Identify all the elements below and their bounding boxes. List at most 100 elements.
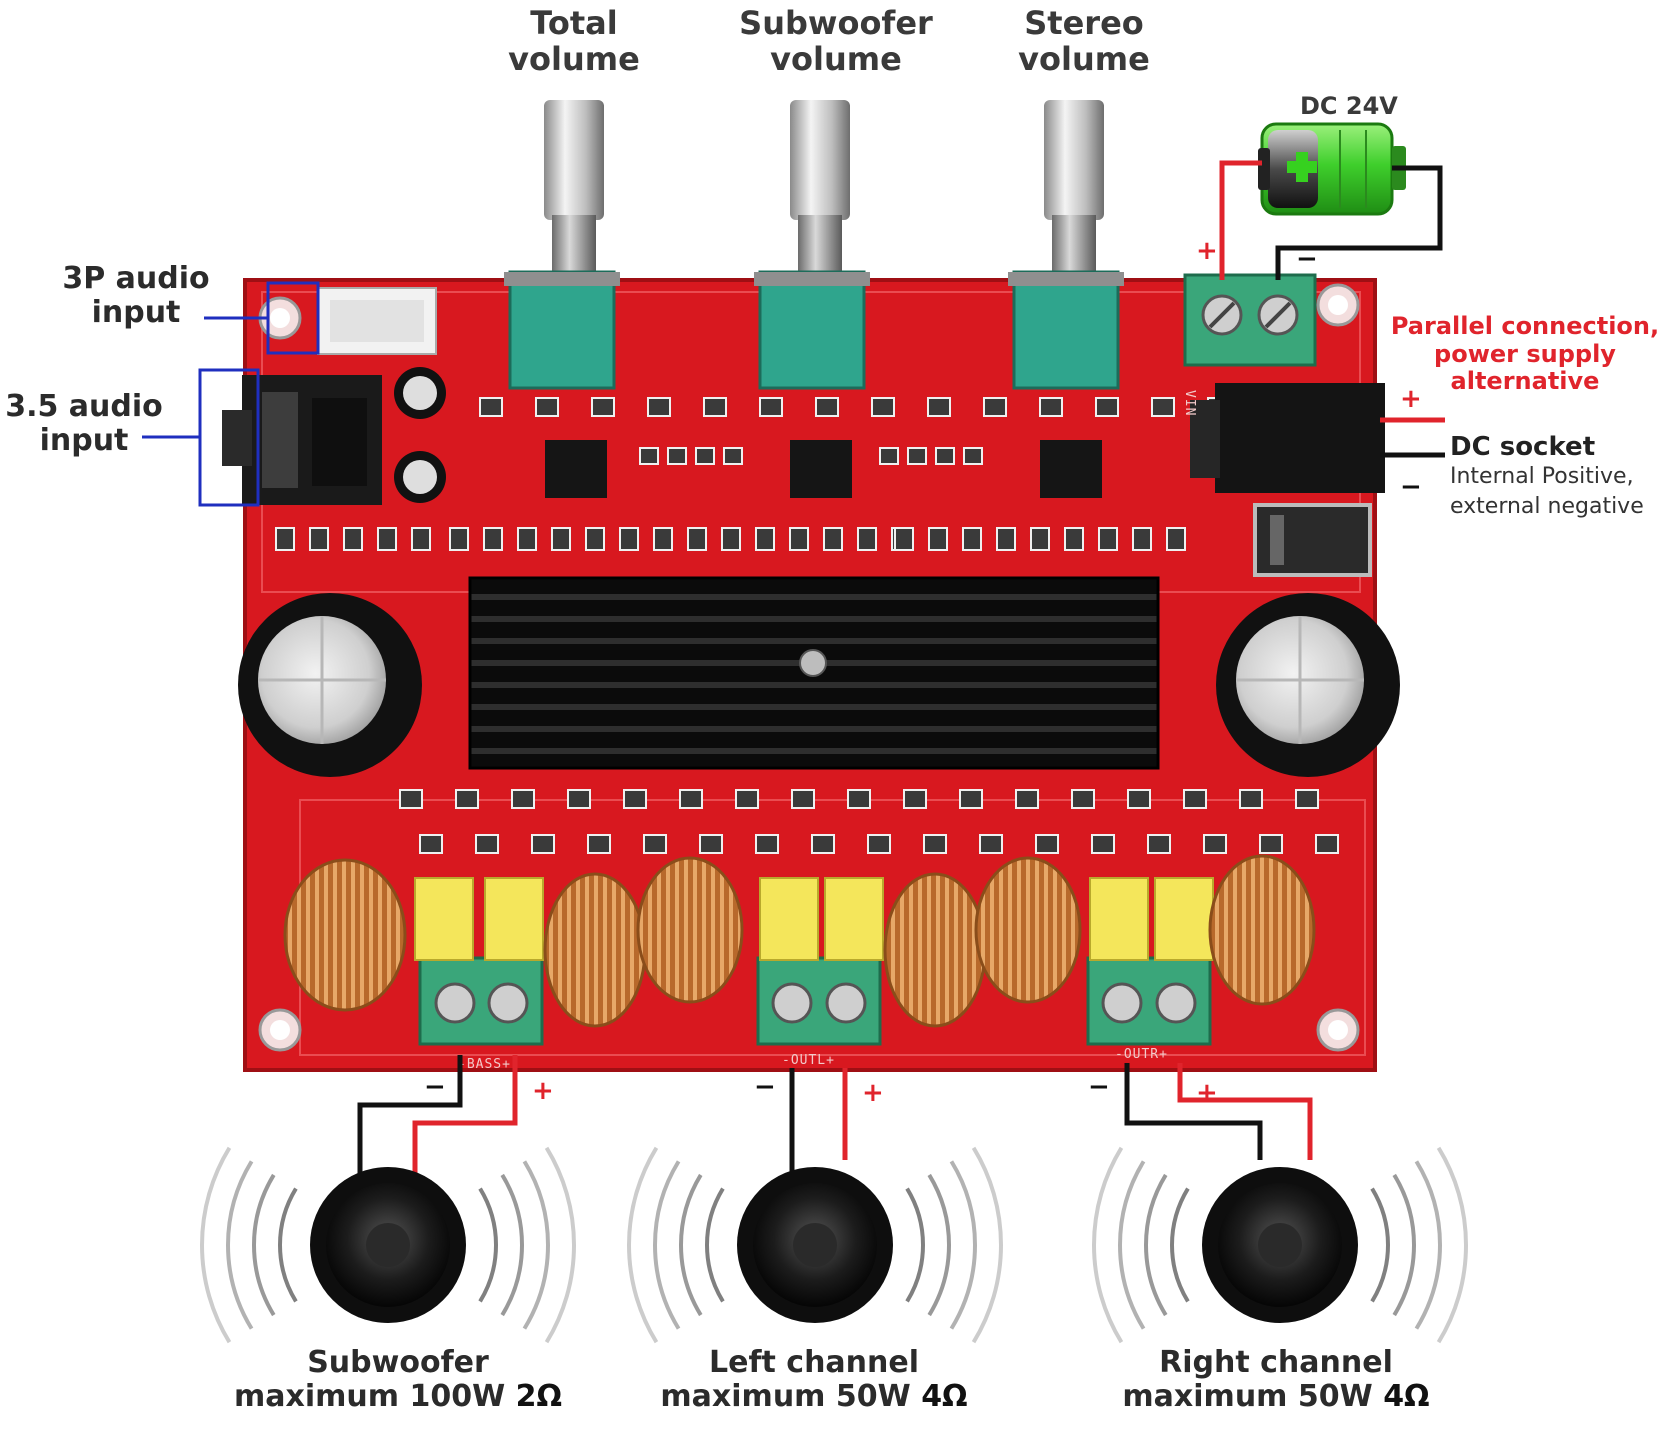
smd-part xyxy=(823,527,843,551)
label-socket-desc-2: external negative xyxy=(1450,494,1644,519)
sound-wave xyxy=(679,1173,703,1317)
label-impedance: 2Ω xyxy=(515,1378,562,1414)
smd-part xyxy=(309,527,329,551)
speaker-wires xyxy=(357,1055,1313,1180)
smd-part xyxy=(721,527,741,551)
label-power: maximum 50W xyxy=(1122,1378,1373,1414)
inductors xyxy=(283,854,1316,1028)
output-terminal-left xyxy=(756,956,882,1046)
label-total-volume: Total volume xyxy=(454,5,694,78)
minus-mark: − xyxy=(1400,472,1422,502)
label-subwoofer-speaker: Subwoofer maximum 100W 2Ω xyxy=(188,1346,608,1413)
smd-part xyxy=(687,527,707,551)
smd-part xyxy=(928,527,948,551)
sound-wave xyxy=(200,1146,232,1344)
input-leaders xyxy=(142,281,320,507)
smd-part xyxy=(879,447,899,465)
label-line: power supply xyxy=(1434,339,1616,368)
output-terminal-right xyxy=(1086,956,1212,1046)
sound-wave xyxy=(1392,1173,1417,1317)
label-impedance: 4Ω xyxy=(1383,1378,1430,1414)
smd-part xyxy=(517,527,537,551)
smd-part xyxy=(907,447,927,465)
label-line: Left channel xyxy=(708,1345,920,1380)
minus-mark: − xyxy=(1088,1072,1110,1102)
smd-part xyxy=(377,527,397,551)
label-line: Subwoofer xyxy=(739,4,933,42)
smd-part xyxy=(1030,527,1050,551)
smd-part xyxy=(789,527,809,551)
mounting-hole xyxy=(258,1008,302,1052)
smd-part xyxy=(699,834,723,854)
label-stereo-volume: Stereo volume xyxy=(964,4,1204,78)
smd-part xyxy=(935,447,955,465)
smd-part xyxy=(1147,834,1171,854)
large-capacitor-right xyxy=(1216,593,1400,777)
potentiometer-total xyxy=(504,100,620,390)
audio-jack-3-5 xyxy=(222,375,382,505)
label-power: maximum 100W xyxy=(233,1378,506,1414)
film-capacitors xyxy=(414,877,1214,961)
sound-wave xyxy=(252,1173,276,1317)
smd-part xyxy=(1015,789,1039,809)
smd-part xyxy=(735,789,759,809)
smd-part xyxy=(695,447,715,465)
smd-part xyxy=(996,527,1016,551)
large-capacitor-left xyxy=(238,593,422,777)
plus-mark: + xyxy=(1400,384,1422,414)
smd-part xyxy=(1035,834,1059,854)
label-line: Parallel connection, xyxy=(1390,312,1660,340)
smd-part xyxy=(755,834,779,854)
smd-part xyxy=(811,834,835,854)
smd-part xyxy=(959,789,983,809)
smd-part xyxy=(483,527,503,551)
smd-part xyxy=(1166,527,1186,551)
smd-part xyxy=(411,527,431,551)
smd-part xyxy=(551,527,571,551)
opamp-chip xyxy=(790,440,852,498)
silk-outr: -OUTR+ xyxy=(1115,1047,1168,1062)
smd-part xyxy=(983,397,1007,417)
smd-components xyxy=(275,397,1339,854)
smd-part xyxy=(567,789,591,809)
small-capacitor xyxy=(394,451,446,503)
label-power: maximum 50W xyxy=(660,1378,911,1414)
opamp-chip xyxy=(1040,440,1102,498)
smd-part xyxy=(475,834,499,854)
sound-wave xyxy=(1436,1146,1468,1344)
label-line: Stereo xyxy=(1024,4,1144,42)
sound-wave xyxy=(1170,1187,1190,1303)
label-right-speaker: Right channel maximum 50W 4Ω xyxy=(1066,1346,1486,1413)
sound-wave xyxy=(1092,1146,1124,1344)
sound-wave xyxy=(226,1160,254,1330)
smd-part xyxy=(963,447,983,465)
small-capacitor xyxy=(394,367,446,419)
plus-mark: + xyxy=(1196,1078,1218,1108)
smd-part xyxy=(1295,789,1319,809)
smd-part xyxy=(343,527,363,551)
label-line: volume xyxy=(508,39,640,78)
smd-part xyxy=(619,527,639,551)
sound-wave xyxy=(927,1173,951,1317)
smd-part xyxy=(455,789,479,809)
smd-part xyxy=(815,397,839,417)
sound-wave xyxy=(500,1173,524,1317)
label-line: 3P audio xyxy=(62,261,210,296)
sound-wave xyxy=(1370,1187,1390,1303)
sound-wave xyxy=(627,1146,659,1344)
smd-part xyxy=(867,834,891,854)
dc-socket xyxy=(1190,383,1385,493)
smd-part xyxy=(667,447,687,465)
opamp-chip xyxy=(545,440,607,498)
smd-part xyxy=(962,527,982,551)
speaker-right-icon xyxy=(1092,1146,1468,1344)
smd-part xyxy=(639,447,659,465)
mounting-hole xyxy=(1316,1008,1360,1052)
smd-part xyxy=(903,789,927,809)
silk-outl: -OUTL+ xyxy=(782,1053,835,1068)
smd-part xyxy=(275,527,295,551)
silk-bass: -BASS+ xyxy=(458,1057,511,1072)
label-line: alternative xyxy=(1450,367,1600,396)
potentiometer-subwoofer xyxy=(754,100,870,390)
